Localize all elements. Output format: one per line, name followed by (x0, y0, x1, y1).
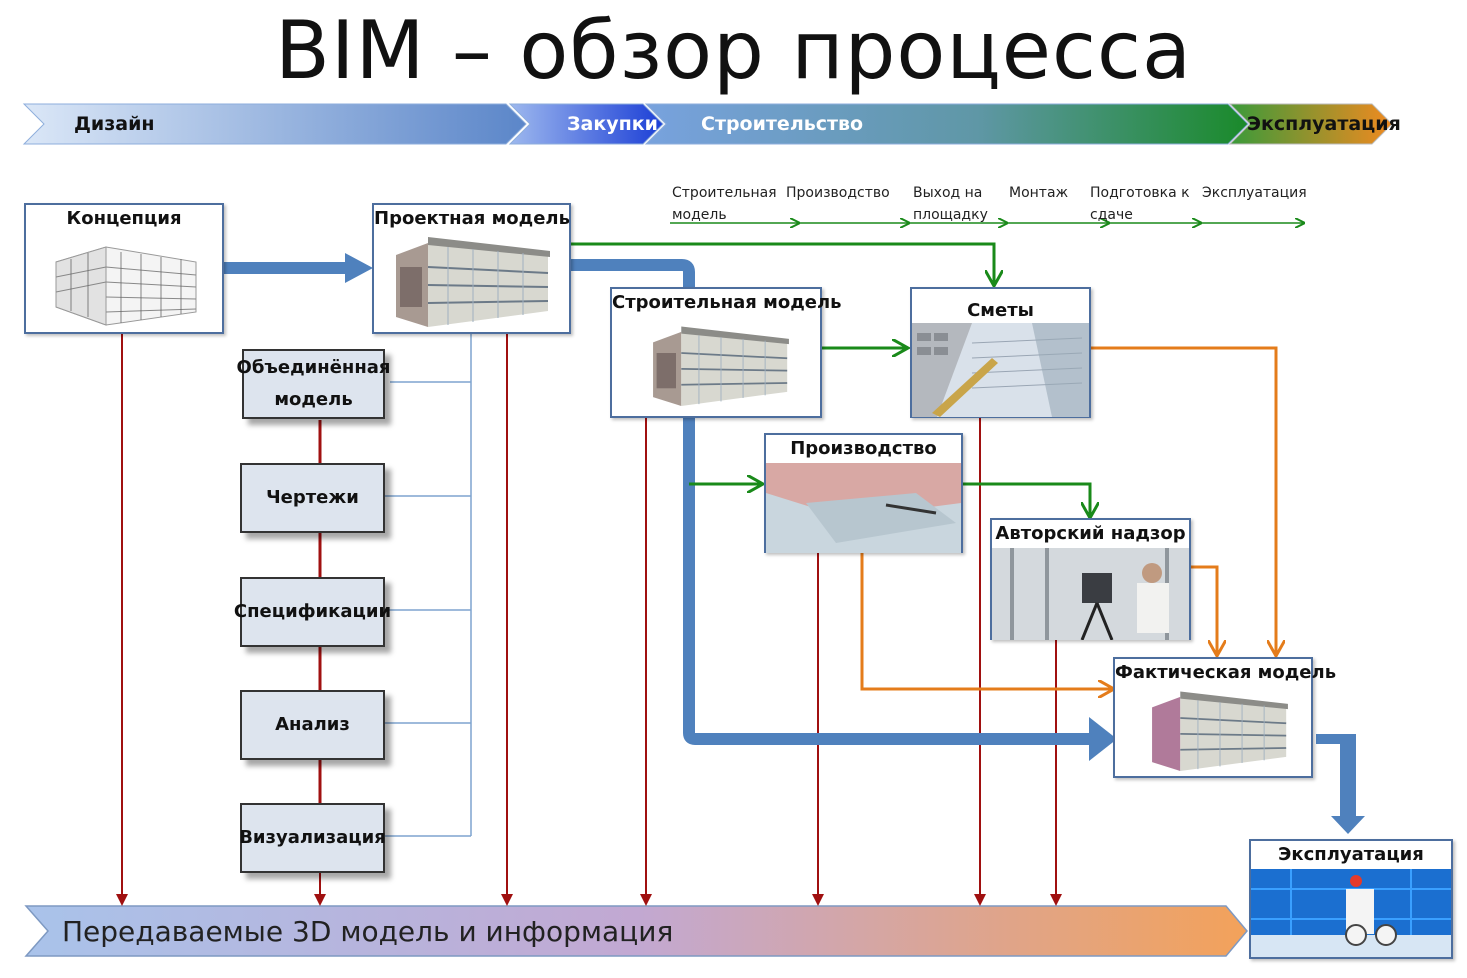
doc-visualization[interactable]: Визуализация (239, 803, 386, 873)
building-model-icon (396, 237, 550, 327)
doc-connectors (385, 334, 472, 837)
phase-label-operation: Эксплуатация (1247, 113, 1401, 135)
laser-scanner-icon (992, 548, 1189, 640)
building-model-icon (653, 326, 789, 406)
stage-label: Выход на площадку (913, 185, 988, 223)
building-wireframe-icon (55, 246, 197, 326)
operation-box[interactable]: Эксплуатация (1249, 839, 1453, 959)
model-flow (224, 253, 1365, 834)
doc-analysis[interactable]: Анализ (240, 690, 385, 760)
supervision-title: Авторский надзор (995, 523, 1186, 544)
phase-chevron-construction (644, 103, 1249, 145)
stage-label: Подготовка к сдаче (1090, 185, 1190, 223)
as-built-model-box[interactable]: Фактическая модель (1113, 657, 1337, 778)
phase-label-procurement: Закупки (567, 113, 658, 135)
calculator-pen-icon (912, 323, 1089, 417)
design-model-box[interactable]: Проектная модель (372, 203, 571, 334)
supervision-box[interactable]: Авторский надзор (990, 518, 1191, 640)
construction-model-box[interactable]: Строительная модель (610, 287, 842, 418)
doc-drawings[interactable]: Чертежи (240, 463, 385, 533)
production-box[interactable]: Производство (764, 433, 963, 553)
delivery-arrows (116, 334, 1062, 906)
concept-box[interactable]: Концепция (24, 203, 224, 334)
page-title: BIM – обзор процесса (274, 4, 1193, 97)
stage-label: Производство (786, 185, 890, 201)
doc-combined-model[interactable]: Объединённая модель (237, 349, 391, 419)
stage-label: Строительная модель (672, 185, 777, 223)
phase-chevron-operation (1228, 103, 1393, 145)
concept-title: Концепция (66, 208, 182, 229)
design-model-title: Проектная модель (374, 208, 570, 229)
bottom-arrow (24, 905, 1248, 957)
doc-specifications[interactable]: Спецификации (234, 577, 391, 647)
production-title: Производство (790, 438, 937, 459)
green-flows (571, 242, 1090, 516)
phase-chevron-design (22, 103, 527, 145)
as-built-model-title: Фактическая модель (1115, 662, 1337, 683)
phase-label-design: Дизайн (74, 113, 155, 135)
bottom-arrow-label: Передаваемые 3D модель и информация (62, 915, 674, 948)
estimates-box[interactable]: Сметы (910, 287, 1091, 418)
building-model-icon (1152, 691, 1288, 771)
stage-label: Монтаж (1009, 185, 1069, 201)
sheet-metal-icon (766, 463, 961, 553)
orange-flows (860, 346, 1276, 689)
operation-screen-icon (1251, 869, 1451, 957)
design-to-asbuilt-flow (571, 259, 1092, 745)
estimates-title: Сметы (967, 300, 1034, 321)
construction-model-title: Строительная модель (612, 292, 842, 313)
phase-label-construction: Строительство (701, 113, 864, 135)
stage-label: Эксплуатация (1202, 185, 1307, 201)
phase-chevron-procurement (508, 103, 664, 145)
operation-title: Эксплуатация (1278, 844, 1424, 865)
